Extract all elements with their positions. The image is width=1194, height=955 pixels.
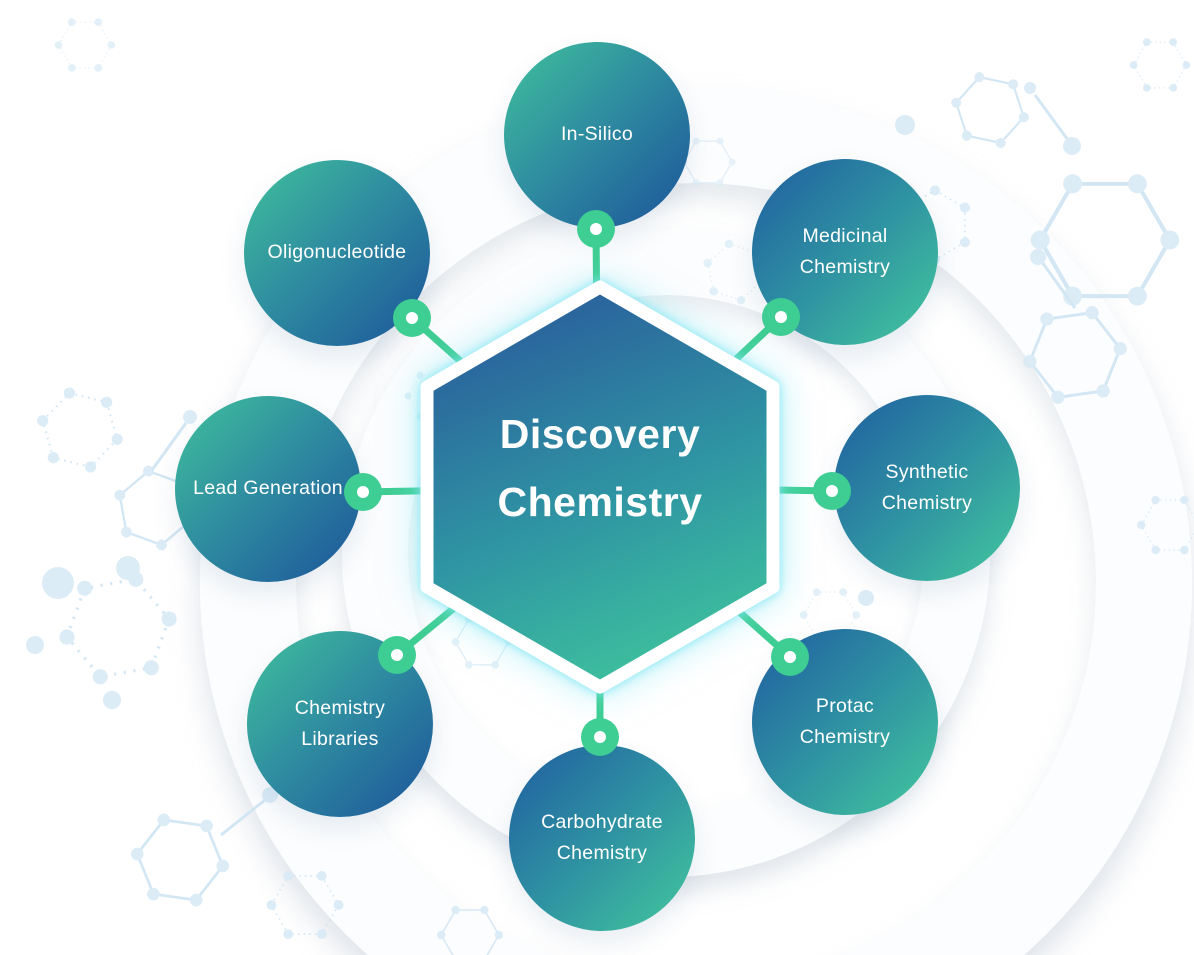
node-label: Oligonucleotide bbox=[267, 241, 407, 264]
node-carbohydrate-chemistry[interactable]: Carbohydrate Chemistry bbox=[509, 745, 695, 931]
node-lead-generation[interactable]: Lead Generation bbox=[175, 396, 361, 582]
node-label: Protac Chemistry bbox=[799, 694, 891, 748]
node-label: Lead Generation bbox=[193, 477, 343, 500]
node-label: Synthetic Chemistry bbox=[881, 460, 973, 514]
central-hexagon[interactable] bbox=[390, 252, 810, 722]
node-in-silico[interactable]: In-Silico bbox=[504, 42, 690, 228]
node-label: Carbohydrate Chemistry bbox=[541, 810, 663, 864]
hexagon-shape bbox=[420, 280, 780, 694]
node-synthetic-chemistry[interactable]: Synthetic Chemistry bbox=[834, 395, 1020, 581]
node-label: In-Silico bbox=[560, 123, 634, 146]
